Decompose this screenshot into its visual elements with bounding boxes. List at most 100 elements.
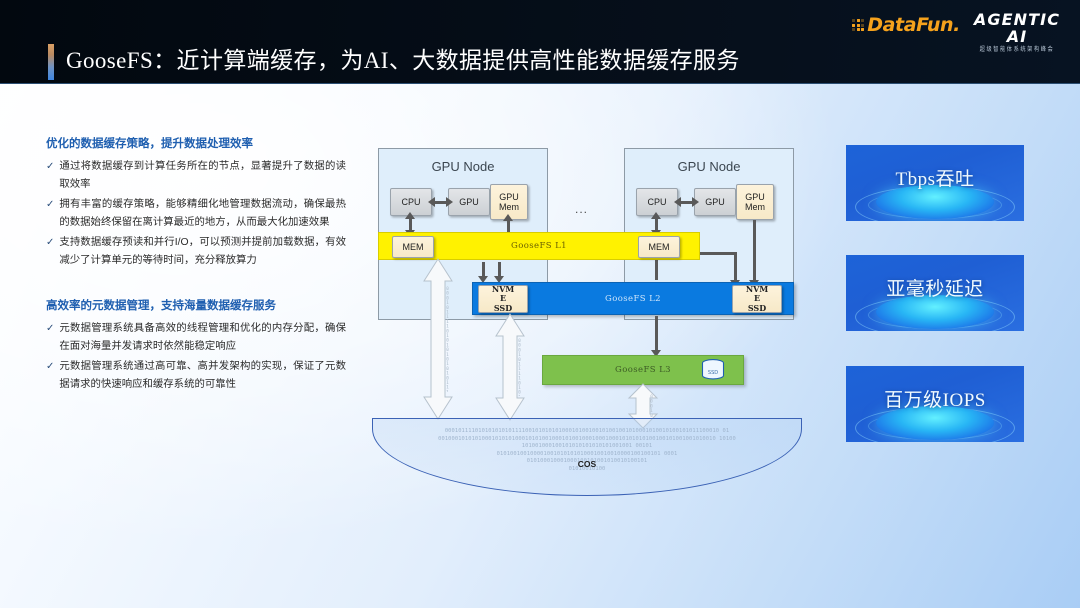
binary-stream: 0001011110101010101011110010101010100010… <box>499 338 521 396</box>
binary-line: 0010001010101000101010100010101001000101… <box>438 435 736 442</box>
chip-label: MEM <box>648 242 670 252</box>
agentic-ai-logo-text: AGENTIC AI <box>973 10 1061 46</box>
chip-label-line1: GPU <box>499 192 519 202</box>
datafun-logo-text: DataFun. <box>867 14 960 36</box>
arrow-l2-l3 <box>655 316 658 352</box>
bullet-item: ✓ 元数据管理系统通过高可靠、高并发架构的实现，保证了元数据请求的快速响应和缓存… <box>46 358 346 394</box>
arrowhead <box>651 350 661 357</box>
arrow-cpu-gpu-right <box>680 200 694 204</box>
arrow-gpumem-up-left <box>507 220 510 234</box>
bullet-item: ✓ 通过将数据缓存到计算任务所在的节点，显著提升了数据的读取效率 <box>46 158 346 194</box>
arrow-l1-l2-b <box>498 262 501 278</box>
arrowhead <box>692 196 699 207</box>
glow-disc-icon <box>876 184 994 219</box>
binary-line: 01010010100 <box>568 465 606 472</box>
datafun-logo: DataFun. <box>852 14 960 36</box>
ssd-disk-icon: SSD <box>700 359 726 380</box>
arrow-cpu-mem-left <box>409 218 412 232</box>
metric-card-throughput: Tbps吞吐 <box>846 145 1024 221</box>
section-heading-2: 高效率的元数据管理，支持海量数据缓存服务 <box>46 300 276 312</box>
chip-label-line3: SSD <box>493 302 513 313</box>
title-accent-bar <box>48 44 54 80</box>
left-text-column: 优化的数据缓存策略，提升数据处理效率 ✓ 通过将数据缓存到计算任务所在的节点，显… <box>46 136 346 396</box>
chip-label-line1: NVM <box>491 283 515 294</box>
arrowhead <box>674 196 681 207</box>
binary-stream: 0001011110101010101011110010101010100010… <box>499 338 521 396</box>
cos-storage-region: 0001011110101010101011110010101010100010… <box>372 418 802 496</box>
chip-label: CPU <box>401 197 421 207</box>
arrow-binary-text: 0001011110101010101011110010101010100010… <box>427 286 449 392</box>
chip-gpu-right: GPU <box>694 188 736 216</box>
data-flow-arrow-l1-cos <box>422 258 454 420</box>
bullet-item: ✓ 支持数据缓存预读和并行I/O，可以预测并提前加载数据，有效减少了计算单元的等… <box>46 234 346 270</box>
chip-label-line1: GPU <box>745 192 765 202</box>
arrow-cpu-gpu-left <box>434 200 448 204</box>
gpu-node-title: GPU Node <box>431 159 495 174</box>
chip-cpu-right: CPU <box>636 188 678 216</box>
binary-line: 0101001001000010010101010100010010010000… <box>496 450 678 457</box>
chip-label-line2: Mem <box>745 202 765 212</box>
chip-mem-left: MEM <box>392 236 434 258</box>
check-icon: ✓ <box>46 323 55 334</box>
arrowhead <box>478 276 488 283</box>
binary-stream: 0001011110101010101011110010101010100010… <box>427 286 449 392</box>
arrowhead <box>428 196 435 207</box>
architecture-diagram: GPU Node GPU Node ... CPU GPU GPU Mem CP… <box>372 140 802 500</box>
binary-line: 010100010001000100101001010010100101 <box>526 458 648 465</box>
gpu-node-title: GPU Node <box>677 159 741 174</box>
data-flow-arrow-l3-cos <box>627 383 659 429</box>
chip-gpu-mem-right: GPU Mem <box>736 184 774 220</box>
metric-card-label: 亚毫秒延迟 <box>886 279 984 300</box>
binary-line: 0001011110101010101011110010101010100010… <box>444 428 730 434</box>
layer-label: GooseFS L3 <box>615 365 671 375</box>
arrow-gpumem-nvme-right <box>753 220 756 282</box>
metric-card-iops: 百万级IOPS <box>846 366 1024 442</box>
check-icon: ✓ <box>46 161 55 172</box>
chip-label: CPU <box>647 197 667 207</box>
chip-label-line3: SSD <box>747 302 767 313</box>
arrow-l2-mem-right <box>655 258 658 280</box>
binary-stream: 0001011110101010101011110010101010100010… <box>633 394 653 418</box>
chip-label-line1: NVM <box>745 283 769 294</box>
binary-stream: 0001011110101010101011110010101010100010… <box>633 394 653 418</box>
metric-card-label: Tbps吞吐 <box>895 169 975 190</box>
chip-label: GPU <box>459 197 479 207</box>
arrowhead <box>446 196 453 207</box>
arrowhead <box>503 214 513 221</box>
nodes-ellipsis: ... <box>575 202 589 216</box>
section-heading-1: 优化的数据缓存策略，提升数据处理效率 <box>46 138 253 150</box>
chip-mem-right: MEM <box>638 236 680 258</box>
binary-stream: 0001011110101010101011110010101010100010… <box>427 286 449 392</box>
datafun-dots-icon <box>852 19 865 31</box>
chip-nvme-ssd-left: NVM E SSD <box>478 283 528 313</box>
cos-binary-block: 0001011110101010101011110010101010100010… <box>372 418 802 496</box>
check-icon: ✓ <box>46 199 55 210</box>
chip-label-line2: E <box>499 293 507 304</box>
chip-label-line2: Mem <box>499 202 519 212</box>
arrow-l1-l2-a <box>482 262 485 278</box>
arrow-binary-text: 0001011110101010101011110010101010100010… <box>499 338 521 396</box>
bullet-item: ✓ 元数据管理系统具备高效的线程管理和优化的内存分配，确保在面对海量并发请求时依… <box>46 320 346 356</box>
metric-card-latency: 亚毫秒延迟 <box>846 255 1024 331</box>
bullet-text: 支持数据缓存预读和并行I/O，可以预测并提前加载数据，有效减少了计算单元的等待时… <box>59 237 346 266</box>
cos-label: COS <box>577 459 597 469</box>
chip-gpu-left: GPU <box>448 188 490 216</box>
arrowhead <box>651 212 661 219</box>
bullet-text: 拥有丰富的缓存策略，能够精细化地管理数据流动，确保最热的数据始终保留在离计算最近… <box>59 199 346 228</box>
bullet-text: 通过将数据缓存到计算任务所在的节点，显著提升了数据的读取效率 <box>59 161 346 190</box>
check-icon: ✓ <box>46 361 55 372</box>
page-title: GooseFS：近计算端缓存，为AI、大数据提供高性能数据缓存服务 <box>66 48 740 73</box>
data-flow-arrow-l2-cos <box>494 313 526 421</box>
arrow-cpu-mem-right <box>655 218 658 232</box>
bullet-text: 元数据管理系统通过高可靠、高并发架构的实现，保证了元数据请求的快速响应和缓存系统… <box>59 361 346 390</box>
arrow-nvme-mem-right-vert <box>734 252 737 284</box>
svg-text:SSD: SSD <box>708 370 718 376</box>
glow-disc-icon <box>876 405 994 440</box>
arrow-nvme-mem-right-horz <box>672 252 737 255</box>
binary-line: 101001000100101010101010101001001 00101 <box>521 443 653 450</box>
arrow-binary-text: 0001011110101010101011110010101010100010… <box>633 394 653 418</box>
metric-card-label: 百万级IOPS <box>884 390 986 411</box>
layer-label: GooseFS L2 <box>605 293 661 304</box>
chip-nvme-ssd-right: NVM E SSD <box>732 283 782 313</box>
